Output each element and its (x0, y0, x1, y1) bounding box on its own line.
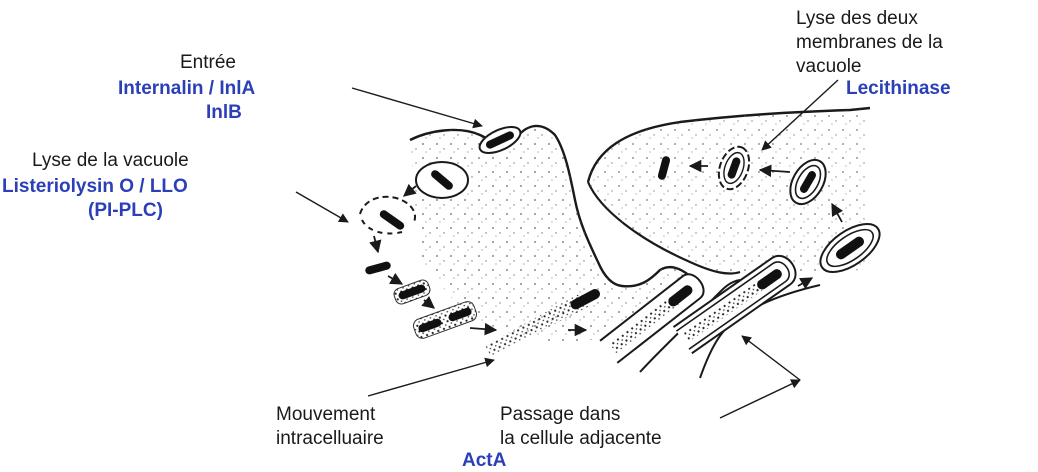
label-internalin: Internalin / InlA (118, 78, 255, 101)
label-lyse-deux-3: vacuole (796, 56, 862, 79)
label-lyse-deux-1: Lyse des deux (796, 8, 918, 31)
label-lecithinase: Lecithinase (846, 78, 951, 101)
label-pi-plc: (PI-PLC) (88, 200, 163, 223)
label-listeriolysin: Listeriolysin O / LLO (2, 176, 188, 199)
label-lyse-vacuole: Lyse de la vacuole (32, 150, 189, 173)
free-bacterium (364, 261, 391, 275)
label-entree: Entrée (180, 52, 236, 75)
label-acta: ActA (462, 450, 506, 472)
label-mouvement-2: intracelluaire (276, 428, 384, 451)
label-mouvement-1: Mouvement (276, 404, 375, 427)
label-passage-1: Passage dans (500, 404, 620, 427)
label-passage-2: la cellule adjacente (500, 428, 662, 451)
label-lyse-deux-2: membranes de la (796, 32, 943, 55)
bacterium-actin-2 (412, 300, 479, 341)
vacuole-2-lysing (360, 197, 415, 234)
label-inlb: InlB (206, 102, 242, 125)
vacuole-1 (416, 162, 468, 198)
